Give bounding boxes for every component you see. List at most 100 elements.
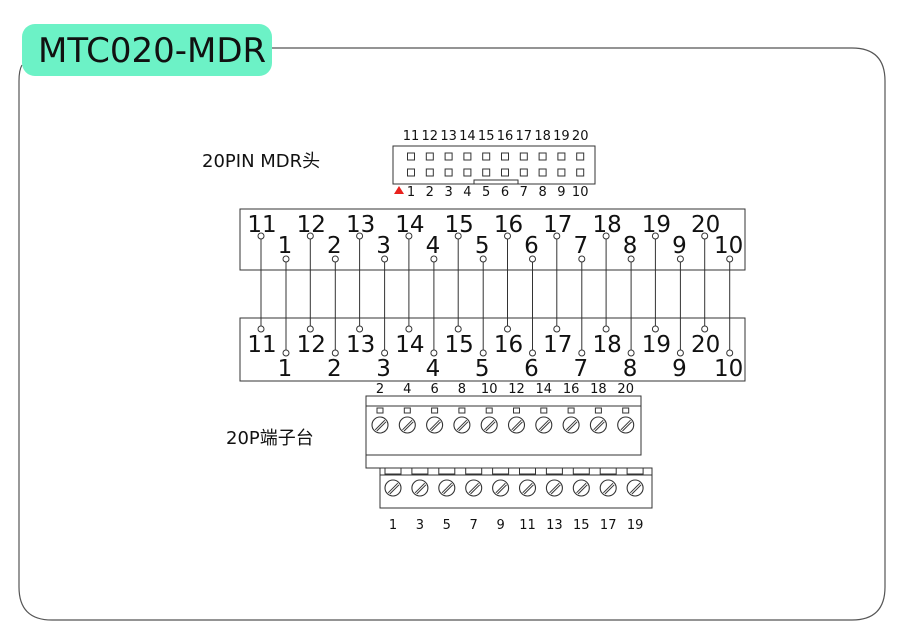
pin-circle [676, 349, 684, 357]
screw-slot [511, 419, 522, 431]
terminal-lower-number: 3 [416, 518, 424, 533]
pin-circle [257, 325, 265, 333]
screw-slot [522, 482, 533, 494]
pin-circle [529, 255, 536, 263]
board-pin-label: 18 [592, 212, 621, 238]
board-pin-label: 5 [475, 233, 490, 259]
terminal-tab [594, 407, 602, 414]
mdr-pin-square [519, 152, 528, 161]
pin-circle [331, 255, 339, 263]
pin-circle [602, 325, 610, 333]
terminal-tab [545, 467, 563, 475]
terminal-upper-number: 14 [536, 382, 553, 397]
mdr-pin-square [519, 168, 528, 177]
mdr-pin-square [576, 168, 585, 177]
terminal-tab [465, 467, 483, 475]
board-pin-label: 11 [247, 212, 276, 238]
pin-circle [405, 232, 413, 240]
mdr-top-number: 20 [572, 129, 589, 144]
mdr-top-number: 11 [403, 129, 420, 144]
terminal-lower-number: 5 [443, 518, 451, 533]
board-pin-label: 4 [426, 233, 441, 259]
terminal-lower-number: 13 [546, 518, 563, 533]
terminal-lower-number: 7 [470, 518, 478, 533]
pin-circle [676, 255, 684, 263]
pin-circle [578, 349, 586, 357]
screw-slot [495, 482, 506, 494]
board-pin-label: 16 [494, 332, 523, 358]
screw-slot [538, 419, 549, 431]
board-pin-label: 6 [524, 356, 539, 382]
mdr-pin-square [576, 152, 585, 161]
pin-circle [627, 349, 635, 357]
pin-circle [282, 349, 290, 357]
board-pin-label: 8 [623, 233, 638, 259]
board-pin-label: 7 [573, 356, 588, 382]
mdr-pin-square [557, 152, 566, 161]
screw-slot [593, 419, 604, 431]
mdr-pin-square [501, 168, 509, 177]
screw-slot [604, 484, 615, 495]
screw-slot [468, 482, 479, 494]
terminal-tab [458, 407, 466, 414]
terminal-lower-number: 9 [496, 518, 504, 533]
mdr-pin-square [407, 152, 415, 161]
mdr-bottom-number: 6 [501, 185, 509, 200]
board-pin-label: 10 [714, 356, 743, 382]
pin-circle [479, 255, 487, 263]
board-pin-circles [257, 232, 734, 357]
screw-slot [550, 484, 561, 495]
mdr-bottom-number: 8 [538, 185, 546, 200]
pin-circle [553, 232, 561, 240]
terminal-lower-number: 1 [389, 518, 397, 533]
terminal-upper-number: 4 [403, 382, 411, 397]
mdr-top-number: 13 [440, 129, 457, 144]
screw-slot [620, 419, 631, 431]
mdr-pin-square [425, 168, 434, 177]
pin1-marker [394, 186, 404, 194]
mdr-key-notch [473, 179, 519, 185]
pin-circle [430, 255, 438, 263]
board-pin-label: 11 [247, 332, 276, 358]
screw-slot [631, 484, 642, 495]
mdr-pin-square [538, 168, 547, 177]
screw-slot [484, 419, 495, 431]
pin-circle [356, 325, 364, 333]
screw-slot [485, 421, 496, 432]
terminal-tab [513, 407, 520, 414]
pin-circle [430, 349, 438, 357]
screw-slot [567, 421, 578, 432]
board-pin-label: 9 [672, 356, 687, 382]
terminal-tab [492, 467, 510, 475]
pin-circle [282, 255, 290, 263]
terminal-lower-screws [384, 479, 644, 497]
board-pin-label: 17 [543, 332, 572, 358]
pin-circle [627, 255, 635, 263]
screw-slot [403, 421, 414, 432]
terminal-lower-number: 11 [519, 518, 536, 533]
pin-circle [504, 232, 511, 240]
pin-circle [381, 349, 389, 357]
terminal-upper-step [365, 455, 380, 469]
terminal-upper-number: 6 [430, 382, 438, 397]
screw-slot [429, 419, 440, 431]
screw-slot [549, 482, 560, 494]
pin-circle [726, 255, 734, 263]
terminal-tab [572, 467, 590, 475]
board-pin-label: 2 [327, 356, 342, 382]
pin-circle [578, 255, 586, 263]
pin-circle [381, 255, 389, 263]
screw-slot [456, 419, 468, 431]
title-badge [22, 24, 272, 76]
board-pin-label: 16 [494, 212, 523, 238]
board-pin-label: 17 [543, 212, 572, 238]
outer-frame [18, 47, 886, 621]
mdr-header-label: 20PIN MDR头 [202, 151, 320, 172]
terminal-upper-number: 16 [563, 382, 580, 397]
screw-slot [576, 482, 587, 494]
terminal-upper-number: 18 [590, 382, 607, 397]
